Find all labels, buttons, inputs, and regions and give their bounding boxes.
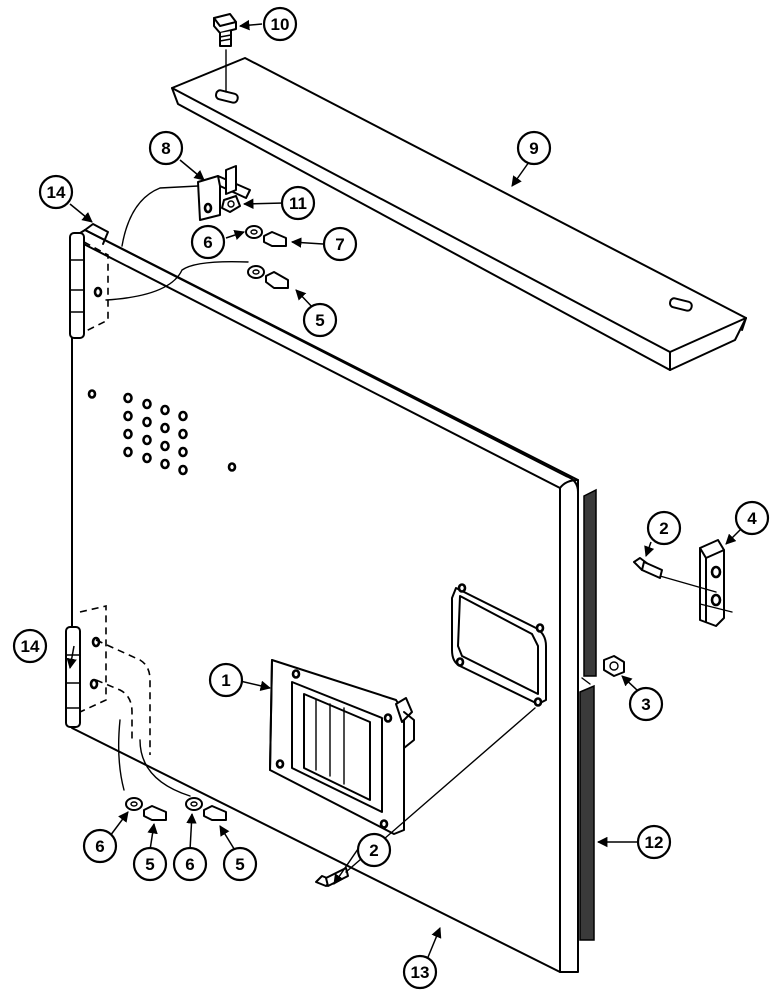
svg-text:13: 13: [411, 963, 430, 982]
seal-strips: [579, 488, 597, 941]
callout-6-lower-right: 6: [172, 846, 208, 882]
lower-hinge: [65, 604, 107, 728]
striker-bracket: [659, 539, 733, 627]
washer-bolt-lower-left: [125, 797, 167, 821]
svg-text:11: 11: [289, 194, 307, 213]
svg-text:10: 10: [271, 15, 290, 34]
callout-5-upper: 5: [302, 302, 338, 338]
callout-14-upper: 14: [38, 174, 74, 210]
svg-text:6: 6: [203, 233, 212, 252]
callout-2-lower: 2: [356, 832, 392, 868]
washer-bolt-lower-right: [185, 797, 227, 821]
svg-text:14: 14: [21, 637, 40, 656]
washer-bolt-upper-5: [247, 265, 289, 289]
svg-text:12: 12: [645, 833, 664, 852]
leader-upper-hinge: [121, 185, 199, 247]
svg-text:5: 5: [145, 855, 154, 874]
callout-10: 10: [262, 6, 298, 42]
svg-text:5: 5: [235, 855, 244, 874]
callout-1: 1: [208, 662, 244, 698]
callout-4: 4: [734, 500, 770, 536]
svg-text:6: 6: [185, 855, 194, 874]
callout-2-upper: 2: [646, 510, 682, 546]
callout-13: 13: [402, 954, 438, 990]
upper-hinge: [69, 232, 109, 339]
callout-6-upper: 6: [190, 224, 226, 260]
callout-14-lower: 14: [12, 628, 48, 664]
callout-11: 11: [280, 185, 316, 221]
svg-text:6: 6: [95, 837, 104, 856]
svg-text:2: 2: [659, 519, 668, 538]
nut-3: [603, 655, 625, 677]
leader-lower-hinge: [117, 719, 191, 797]
callout-5-lower-left: 5: [132, 846, 168, 882]
washer-bolt-upper-7: [245, 225, 287, 247]
bolt-10: [213, 13, 237, 93]
bolt-2-upper: [633, 557, 663, 579]
svg-text:4: 4: [747, 509, 757, 528]
callout-12: 12: [636, 824, 672, 860]
callout-5-lower-right: 5: [222, 846, 258, 882]
callout-8: 8: [148, 130, 184, 166]
svg-text:8: 8: [161, 139, 170, 158]
panel-cutout: [451, 583, 547, 707]
hidden-mount-outline: [95, 639, 151, 755]
callout-6-lower-left: 6: [82, 828, 118, 864]
svg-text:14: 14: [47, 183, 66, 202]
svg-text:1: 1: [221, 671, 230, 690]
svg-text:7: 7: [335, 235, 344, 254]
svg-text:2: 2: [369, 841, 378, 860]
callout-9: 9: [516, 130, 552, 166]
top-bracket: [171, 57, 747, 371]
door-latch: [269, 659, 415, 835]
svg-text:9: 9: [529, 139, 538, 158]
vent-holes: [87, 389, 237, 476]
svg-text:5: 5: [315, 311, 324, 330]
svg-text:3: 3: [641, 695, 650, 714]
leader-upper-hinge-2: [105, 261, 249, 301]
callout-7: 7: [322, 226, 358, 262]
hinge-bracket-8: [197, 165, 251, 221]
callout-3: 3: [628, 686, 664, 722]
